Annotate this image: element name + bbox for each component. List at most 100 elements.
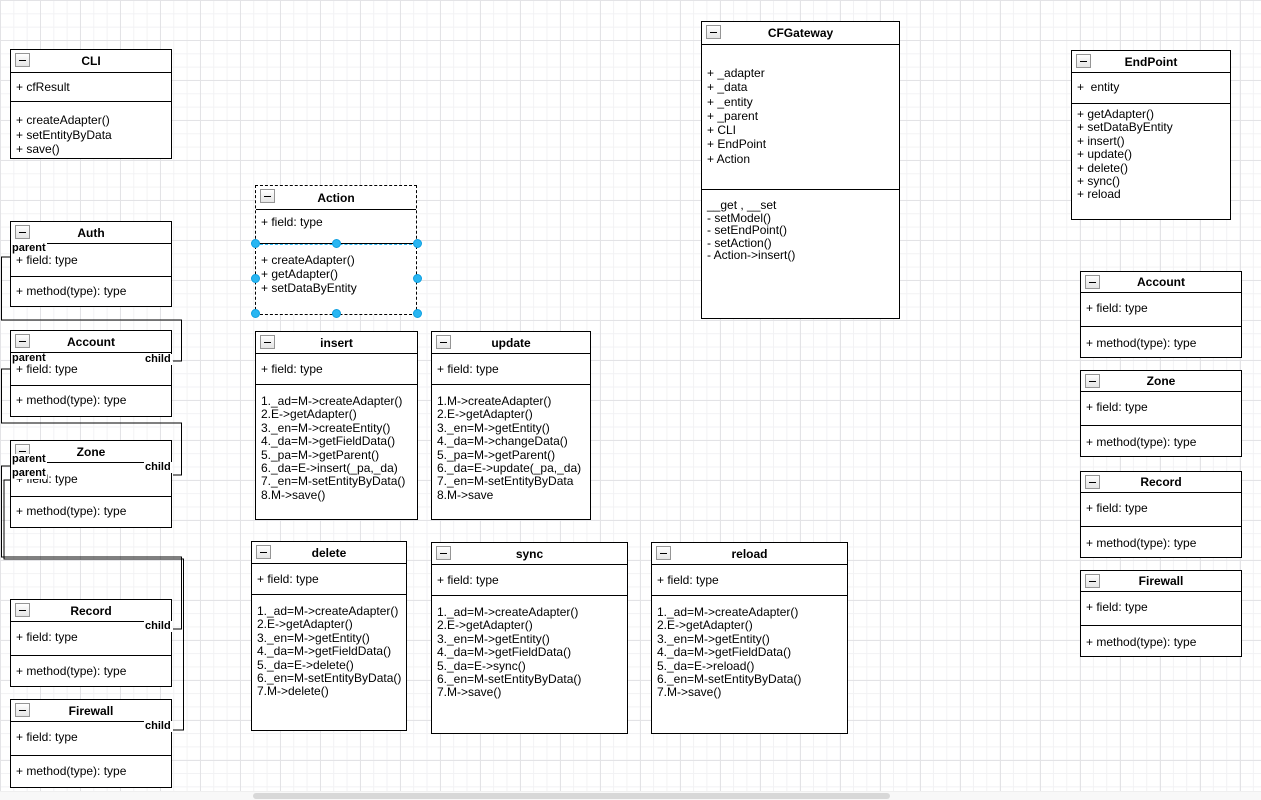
attributes-section[interactable]: + field: type — [432, 565, 627, 596]
class-account-left[interactable]: Account+ field: type+ method(type): type — [10, 330, 172, 417]
methods-section[interactable]: 1._ad=M->createAdapter()2.E->getAdapter(… — [652, 596, 847, 733]
collapse-icon[interactable] — [256, 545, 271, 559]
horizontal-scrollbar-track[interactable] — [0, 791, 1261, 800]
edge-label-record-child[interactable]: child — [144, 620, 172, 632]
attributes-section[interactable]: + field: type — [652, 565, 847, 596]
edge-label-zone-parent-1[interactable]: parent — [11, 453, 47, 465]
methods-section[interactable]: + method(type): type — [1081, 626, 1241, 656]
method: + createAdapter() — [16, 113, 110, 127]
attributes-section[interactable]: + _adapter+ _data+ _entity+ _parent+ CLI… — [702, 45, 899, 190]
class-firewall-right[interactable]: Firewall+ field: type+ method(type): typ… — [1080, 570, 1242, 657]
attributes-section[interactable]: + field: type — [432, 354, 590, 385]
class-action[interactable]: Action+ field: type+ createAdapter()+ ge… — [255, 185, 417, 315]
selection-handle[interactable] — [412, 308, 422, 318]
collapse-icon[interactable] — [436, 546, 451, 560]
collapse-icon[interactable] — [15, 603, 30, 617]
attributes-section[interactable]: + entity — [1072, 73, 1230, 104]
collapse-icon[interactable] — [15, 703, 30, 717]
edge-account-zone[interactable] — [1, 368, 182, 476]
edge-label-firewall-child[interactable]: child — [144, 720, 172, 732]
method: 7.M->delete() — [257, 684, 329, 699]
attribute: + cfResult — [16, 80, 70, 94]
selection-handle[interactable] — [331, 238, 341, 248]
selection-handle[interactable] — [250, 308, 260, 318]
collapse-icon[interactable] — [15, 53, 30, 67]
attributes-section[interactable]: + field: type — [1081, 293, 1241, 327]
class-firewall-left[interactable]: Firewall+ field: type+ method(type): typ… — [10, 699, 172, 788]
methods-section[interactable]: 1._ad=M->createAdapter()2.E->getAdapter(… — [432, 596, 627, 733]
methods-section[interactable]: 1.M->createAdapter()2.E->getAdapter()3._… — [432, 385, 590, 519]
attributes-section[interactable]: + cfResult — [11, 73, 171, 102]
methods-section[interactable]: + method(type): type — [11, 756, 171, 787]
methods-section[interactable]: 1._ad=M->createAdapter()2.E->getAdapter(… — [256, 385, 417, 519]
selection-handle[interactable] — [250, 273, 260, 283]
attributes-section[interactable]: + field: type — [252, 564, 406, 595]
methods-section[interactable]: 1._ad=M->createAdapter()2.E->getAdapter(… — [252, 595, 406, 730]
attributes-section[interactable]: + field: type — [1081, 493, 1241, 527]
methods-section[interactable]: + createAdapter()+ setEntityByData+ save… — [11, 102, 171, 158]
collapse-icon[interactable] — [260, 335, 275, 349]
collapse-icon[interactable] — [260, 189, 275, 203]
class-record-right[interactable]: Record+ field: type+ method(type): type — [1080, 471, 1242, 558]
methods-section[interactable]: + createAdapter()+ getAdapter()+ setData… — [256, 244, 416, 314]
methods-section[interactable]: + method(type): type — [11, 497, 171, 527]
methods-section[interactable]: + method(type): type — [11, 656, 171, 686]
methods-section[interactable]: __get , __set- setModel()- setEndPoint()… — [702, 190, 899, 318]
edge-label-auth-parent[interactable]: parent — [11, 242, 47, 254]
methods-section[interactable]: + method(type): type — [11, 277, 171, 306]
collapse-icon[interactable] — [1085, 574, 1100, 588]
attribute: + CLI — [707, 123, 737, 138]
edge-label-account-child[interactable]: child — [144, 353, 172, 365]
attributes-section[interactable]: + field: type — [1081, 592, 1241, 626]
class-title: sync — [515, 546, 544, 561]
collapse-icon[interactable] — [15, 334, 30, 348]
class-auth[interactable]: Auth+ field: type+ method(type): type — [10, 221, 172, 307]
selection-handle[interactable] — [412, 273, 422, 283]
method: 1._ad=M->createAdapter() — [657, 605, 799, 619]
methods-section[interactable]: + method(type): type — [11, 386, 171, 416]
edge-label-zone-child[interactable]: child — [144, 461, 172, 473]
method: - Action->insert() — [707, 248, 796, 263]
selection-handle[interactable] — [412, 238, 422, 248]
collapse-icon[interactable] — [1085, 475, 1100, 489]
attributes-section[interactable]: + field: type — [11, 353, 171, 386]
class-zone-right[interactable]: Zone+ field: type+ method(type): type — [1080, 370, 1242, 457]
edge-label-zone-parent-2[interactable]: parent — [11, 467, 47, 479]
class-record-left[interactable]: Record+ field: type+ method(type): type — [10, 599, 172, 687]
class-endpoint[interactable]: EndPoint+ entity+ getAdapter()+ setDataB… — [1071, 50, 1231, 220]
collapse-icon[interactable] — [1085, 275, 1100, 289]
attribute: + field: type — [657, 573, 719, 587]
collapse-icon[interactable] — [1085, 374, 1100, 388]
attributes-section[interactable]: + field: type — [1081, 392, 1241, 426]
attributes-section[interactable]: + field: type — [11, 622, 171, 656]
selection-handle[interactable] — [250, 238, 260, 248]
edge-label-account-parent[interactable]: parent — [11, 352, 47, 364]
edge-auth-account[interactable] — [1, 256, 182, 362]
collapse-icon[interactable] — [706, 25, 721, 39]
collapse-icon[interactable] — [656, 546, 671, 560]
edge-zone-record[interactable] — [1, 465, 182, 630]
methods-section[interactable]: + method(type): type — [1081, 327, 1241, 357]
class-title: CLI — [81, 54, 101, 68]
attributes-section[interactable]: + field: type — [256, 354, 417, 385]
class-account-right[interactable]: Account+ field: type+ method(type): type — [1080, 271, 1242, 358]
collapse-icon[interactable] — [436, 335, 451, 349]
attributes-section[interactable]: + field: type — [11, 722, 171, 756]
methods-section[interactable]: + method(type): type — [1081, 426, 1241, 456]
methods-section[interactable]: + method(type): type — [1081, 527, 1241, 557]
collapse-icon[interactable] — [1076, 54, 1091, 68]
collapse-icon[interactable] — [15, 225, 30, 239]
attributes-section[interactable]: + field: type — [11, 244, 171, 277]
edge-zone-firewall[interactable] — [3, 479, 184, 731]
class-cfgateway[interactable]: CFGateway+ _adapter+ _data+ _entity+ _pa… — [701, 21, 900, 319]
class-cli[interactable]: CLI + cfResult + createAdapter()+ setEntit… — [10, 49, 172, 159]
selection-handle[interactable] — [331, 308, 341, 318]
horizontal-scrollbar-thumb[interactable] — [253, 793, 890, 799]
methods-section[interactable]: + getAdapter()+ setDataByEntity+ insert(… — [1072, 104, 1230, 219]
